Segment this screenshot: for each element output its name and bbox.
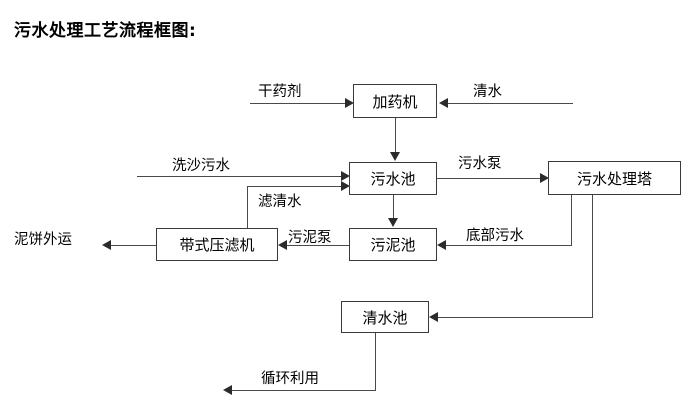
edge-filtered-water-line <box>247 186 343 187</box>
node-label-clear-water-pool: 清水池 <box>362 308 408 327</box>
edge-label-filtered-water: 滤清水 <box>258 194 302 210</box>
edge-sewage-pump-arrowhead <box>540 173 549 183</box>
page-title: 污水处理工艺流程框图: <box>14 21 197 41</box>
node-label-dosing-machine: 加药机 <box>372 92 418 111</box>
edge-recycle-line <box>231 390 376 391</box>
node-label-sludge-pool: 污泥池 <box>370 236 416 254</box>
edge-dosing-to-sewage-arrowhead <box>390 152 400 161</box>
edge-dry-chemical-line <box>250 103 347 104</box>
edge-sand-wash-line <box>137 176 343 177</box>
node-label-belt-filter-press: 带式压滤机 <box>179 236 255 254</box>
edge-label-sand-wash-sewage: 洗沙污水 <box>172 158 230 174</box>
node-label-treatment-tower: 污水处理塔 <box>576 169 652 188</box>
edge-label-sludge-pump: 污泥泵 <box>288 230 332 246</box>
edge-mud-cake-line <box>110 245 156 246</box>
edge-tower-to-clearwater-arrowhead <box>429 312 438 322</box>
edge-recycle-riser <box>375 333 376 390</box>
edge-sewage-to-sludge-arrowhead <box>388 218 398 227</box>
edge-filtered-water-riser <box>247 186 248 229</box>
edge-clean-water-line <box>447 103 573 104</box>
edge-tower-to-clearwater-line <box>437 317 593 318</box>
edge-dry-chemical-arrowhead <box>345 98 354 108</box>
edge-label-sewage-pump: 污水泵 <box>458 156 502 172</box>
edge-bottom-sewage-line <box>445 245 572 246</box>
node-treatment-tower[interactable]: 污水处理塔 <box>548 161 681 195</box>
node-belt-filter-press[interactable]: 带式压滤机 <box>156 228 278 261</box>
edge-label-bottom-sewage: 底部污水 <box>466 228 524 244</box>
edge-sewage-to-sludge-line <box>393 195 394 220</box>
edge-mud-cake-arrowhead <box>102 240 111 250</box>
edge-sludge-pump-line <box>286 245 349 246</box>
edge-sludge-pump-arrowhead <box>278 240 287 250</box>
edge-tower-to-clearwater-riser <box>592 195 593 317</box>
node-label-sewage-pool: 污水池 <box>370 170 416 188</box>
edge-filtered-water-arrowhead <box>341 181 350 191</box>
node-sludge-pool[interactable]: 污泥池 <box>349 228 437 261</box>
edge-dosing-to-sewage-line <box>395 118 396 154</box>
edge-label-dry-chemical: 干药剂 <box>258 84 302 100</box>
edge-clean-water-arrowhead <box>439 98 448 108</box>
node-sewage-pool[interactable]: 污水池 <box>349 162 437 195</box>
node-clear-water-pool[interactable]: 清水池 <box>341 301 429 333</box>
edge-bottom-sewage-riser <box>571 195 572 246</box>
node-dosing-machine[interactable]: 加药机 <box>353 84 437 118</box>
edge-label-recycle-use: 循环利用 <box>261 371 319 387</box>
edge-label-clean-water: 清水 <box>473 84 502 100</box>
terminal-label-mud-cake-transport: 泥饼外运 <box>14 232 72 248</box>
edge-sewage-pump-line <box>437 178 542 179</box>
edge-recycle-arrowhead <box>223 385 232 395</box>
edge-sand-wash-arrowhead <box>341 171 350 181</box>
edge-bottom-sewage-arrowhead <box>437 240 446 250</box>
